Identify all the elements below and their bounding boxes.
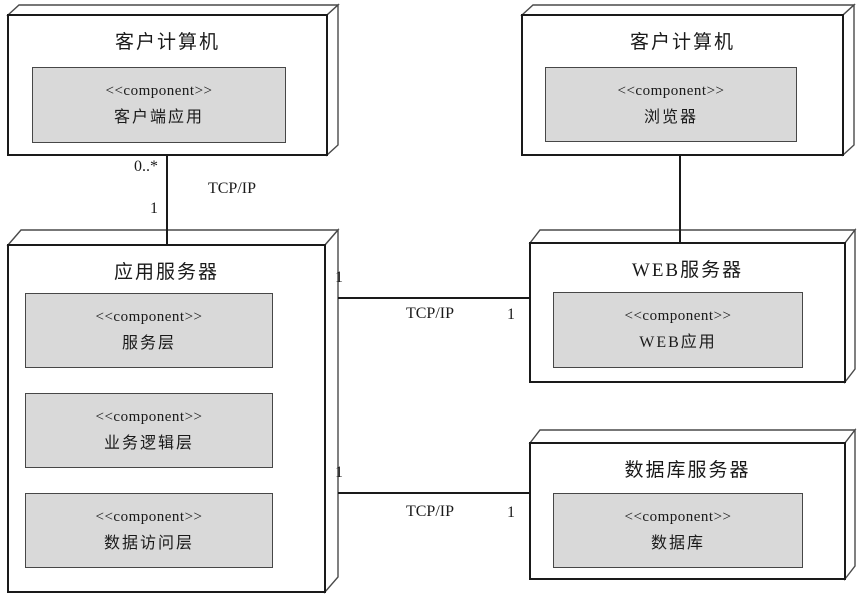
multiplicity-label: 1: [507, 504, 515, 521]
component-data-access-layer: <<component>> 数据访问层: [25, 493, 273, 568]
multiplicity-label: 1: [335, 464, 343, 481]
node-client-computer-2: 客户计算机 <<component>> 浏览器: [522, 15, 843, 155]
component-stereotype: <<component>>: [617, 82, 725, 99]
node-title: 应用服务器: [113, 262, 219, 283]
component-name: 业务逻辑层: [103, 434, 194, 452]
node-client-computer-1: 客户计算机 <<component>> 客户端应用: [8, 15, 327, 155]
node-title: WEB服务器: [631, 260, 744, 281]
node-title: 数据库服务器: [624, 460, 751, 481]
component-name: 数据库: [650, 534, 705, 552]
node-db-server: 数据库服务器 <<component>> 数据库: [530, 443, 845, 579]
component-stereotype: <<component>>: [95, 308, 203, 325]
multiplicity-label: 1: [507, 306, 515, 323]
component-name: 服务层: [121, 334, 176, 352]
component-business-logic-layer: <<component>> 业务逻辑层: [25, 393, 273, 468]
component-name: 浏览器: [643, 108, 698, 126]
node-app-server: 应用服务器 <<component>> 服务层 <<component>> 业务…: [8, 245, 325, 592]
component-stereotype: <<component>>: [105, 83, 213, 99]
component-name: WEB应用: [639, 334, 717, 351]
node-title: 客户计算机: [114, 32, 220, 53]
multiplicity-label: 0..*: [134, 158, 158, 175]
protocol-label: TCP/IP: [405, 503, 454, 520]
component-web-app: <<component>> WEB应用: [553, 292, 803, 368]
component-database: <<component>> 数据库: [553, 493, 803, 568]
multiplicity-label: 1: [335, 269, 343, 286]
node-title: 客户计算机: [629, 32, 735, 53]
component-stereotype: <<component>>: [624, 508, 732, 525]
component-client-app: <<component>> 客户端应用: [32, 67, 286, 143]
component-service-layer: <<component>> 服务层: [25, 293, 273, 368]
component-stereotype: <<component>>: [624, 308, 732, 324]
component-name: 客户端应用: [113, 109, 204, 126]
component-stereotype: <<component>>: [95, 508, 203, 525]
component-stereotype: <<component>>: [95, 408, 203, 425]
multiplicity-label: 1: [150, 200, 158, 217]
node-web-server: WEB服务器 <<component>> WEB应用: [530, 243, 845, 382]
protocol-label: TCP/IP: [405, 305, 454, 322]
component-browser: <<component>> 浏览器: [545, 67, 797, 142]
component-name: 数据访问层: [103, 534, 194, 552]
protocol-label: TCP/IP: [207, 180, 256, 197]
